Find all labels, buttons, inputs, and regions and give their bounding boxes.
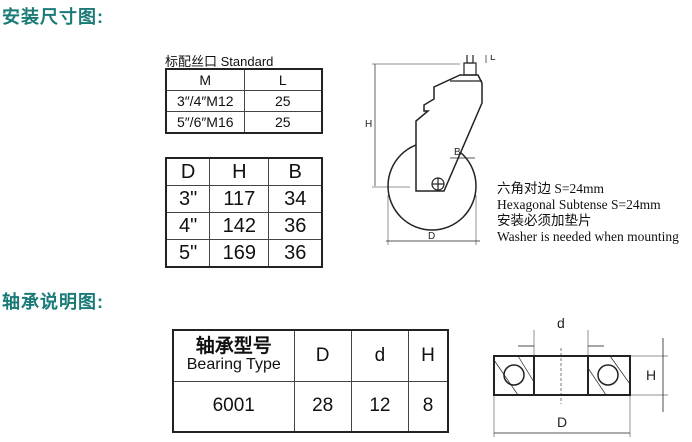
note-line: 安装必须加垫片: [497, 213, 592, 228]
label-d-outer: D: [557, 414, 567, 430]
cell: 25: [243, 111, 323, 134]
header-h: H: [209, 157, 270, 186]
cell: 28: [293, 380, 352, 433]
header-m: M: [165, 68, 245, 91]
cell: 3″/4″M12: [165, 90, 245, 112]
note-line: Hexagonal Subtense S=24mm: [497, 197, 661, 212]
header-b: B: [268, 157, 323, 186]
cell: 4": [165, 212, 211, 240]
label-b: B: [454, 147, 461, 158]
label-d-inner: d: [557, 315, 565, 331]
label-h: H: [365, 119, 372, 130]
cell: 6001: [172, 380, 295, 433]
cell: 5": [165, 239, 211, 268]
header-l: L: [243, 68, 323, 91]
header-d-inner: d: [350, 329, 410, 382]
label-d: D: [428, 231, 435, 242]
header-d: D: [165, 157, 211, 186]
cell: 36: [268, 212, 323, 240]
thread-caption: 标配丝口 Standard: [165, 54, 274, 69]
label-l: L: [490, 55, 496, 63]
bearing-drawing: d D H: [493, 315, 668, 437]
header-cn: 轴承型号: [195, 335, 272, 357]
cell: 5″/6″M16: [165, 111, 245, 134]
mounting-notes: 六角对边 S=24mm Hexagonal Subtense S=24mm 安装…: [497, 181, 679, 245]
header-en: Bearing Type: [186, 355, 281, 373]
cell: 117: [209, 185, 270, 213]
label-h: H: [646, 367, 656, 383]
cell: 12: [350, 380, 410, 433]
cell: 169: [209, 239, 270, 268]
header-h: H: [408, 329, 449, 382]
section-title-bearing: 轴承说明图:: [2, 292, 104, 312]
cell: 8: [408, 380, 449, 433]
cell: 34: [268, 185, 323, 213]
note-line: Washer is needed when mounting: [497, 229, 679, 244]
caster-drawing: M L H B D: [365, 55, 496, 245]
note-line: 六角对边 S=24mm: [497, 181, 604, 196]
cell: 25: [243, 90, 323, 112]
cell: 36: [268, 239, 323, 268]
cell: 3": [165, 185, 211, 213]
header-d: D: [293, 329, 352, 382]
section-title-installation: 安装尺寸图:: [2, 7, 104, 27]
cell: 142: [209, 212, 270, 240]
